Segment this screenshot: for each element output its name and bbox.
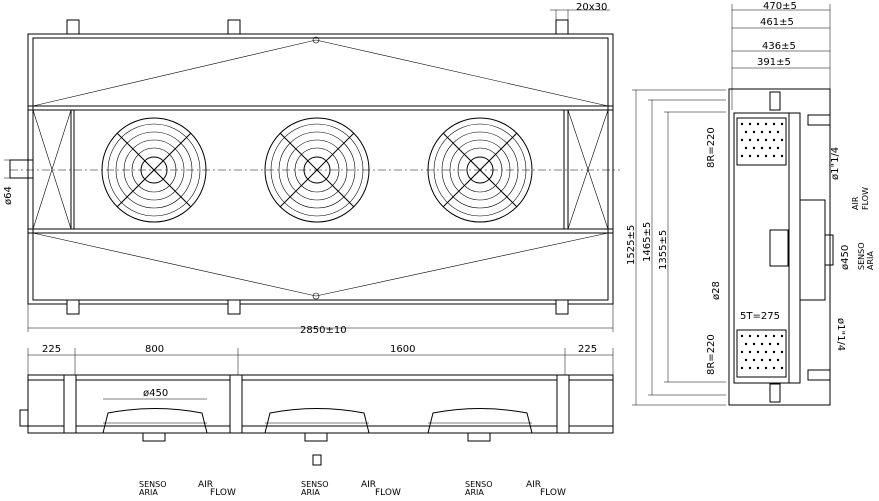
flow-label-1: FLOW — [210, 488, 236, 498]
top-view: 20x30 2850±10 ø64 — [3, 2, 620, 336]
flow-label-3: FLOW — [540, 488, 566, 498]
coil-dots-top — [740, 122, 784, 158]
flow-label-2: FLOW — [375, 488, 401, 498]
side-view: 470±5 461±5 436±5 391±5 1525±5 1465±5 13… — [626, 1, 875, 406]
air-label-3: AIR — [526, 480, 541, 490]
segment-1-label: 225 — [42, 344, 61, 355]
segment-2-label: 800 — [145, 344, 164, 355]
width-dim-2: 461±5 — [760, 17, 794, 28]
side-air-label: AIR — [851, 196, 860, 210]
aria-label-2: ARIA — [301, 488, 320, 497]
side-fan-diameter-label: ø450 — [840, 245, 851, 270]
fan-3 — [427, 117, 533, 223]
width-dim-1: 470±5 — [763, 1, 797, 12]
coil-dots-bottom — [740, 334, 784, 370]
pipe-bottom-label: ø1"1/4 — [835, 318, 846, 351]
fan-2 — [264, 117, 370, 223]
side-aria-label: ARIA — [866, 251, 875, 270]
bend-bottom-label: 8R=220 — [706, 334, 717, 375]
bend-top-label: 8R=220 — [706, 127, 717, 168]
side-senso-label: SENSO — [857, 243, 866, 271]
senso-label-3: SENSO — [465, 480, 493, 489]
front-view: 225 800 1600 225 ø450 SENSO — [19, 344, 614, 498]
tube-pitch-label: 5T=275 — [740, 311, 780, 322]
air-label-1: AIR — [198, 480, 213, 490]
overall-length-label: 2850±10 — [300, 325, 347, 336]
segment-4-label: 225 — [578, 344, 597, 355]
fan-profile-2 — [264, 408, 370, 442]
tube-size-label: ø28 — [711, 281, 722, 300]
senso-label-2: SENSO — [301, 480, 329, 489]
aria-label-1: ARIA — [139, 488, 158, 497]
height-dim-3: 1355±5 — [658, 230, 669, 270]
pipe-diameter-label: ø64 — [3, 186, 14, 205]
fan-1 — [101, 117, 207, 223]
width-dim-4: 391±5 — [757, 57, 791, 68]
height-dim-2: 1465±5 — [642, 222, 653, 262]
fan-profile-3 — [427, 408, 533, 442]
bracket-dim-label: 20x30 — [576, 2, 607, 13]
side-flow-label: FLOW — [861, 187, 870, 210]
height-dim-1: 1525±5 — [626, 225, 637, 265]
front-fan-diameter-label: ø450 — [143, 388, 168, 399]
senso-label-1: SENSO — [139, 480, 167, 489]
air-label-2: AIR — [361, 480, 376, 490]
pipe-top-label: ø1"1/4 — [830, 147, 841, 180]
aria-label-3: ARIA — [465, 488, 484, 497]
fan-profile-1 — [102, 408, 208, 442]
width-dim-3: 436±5 — [762, 41, 796, 52]
segment-3-label: 1600 — [390, 344, 415, 355]
